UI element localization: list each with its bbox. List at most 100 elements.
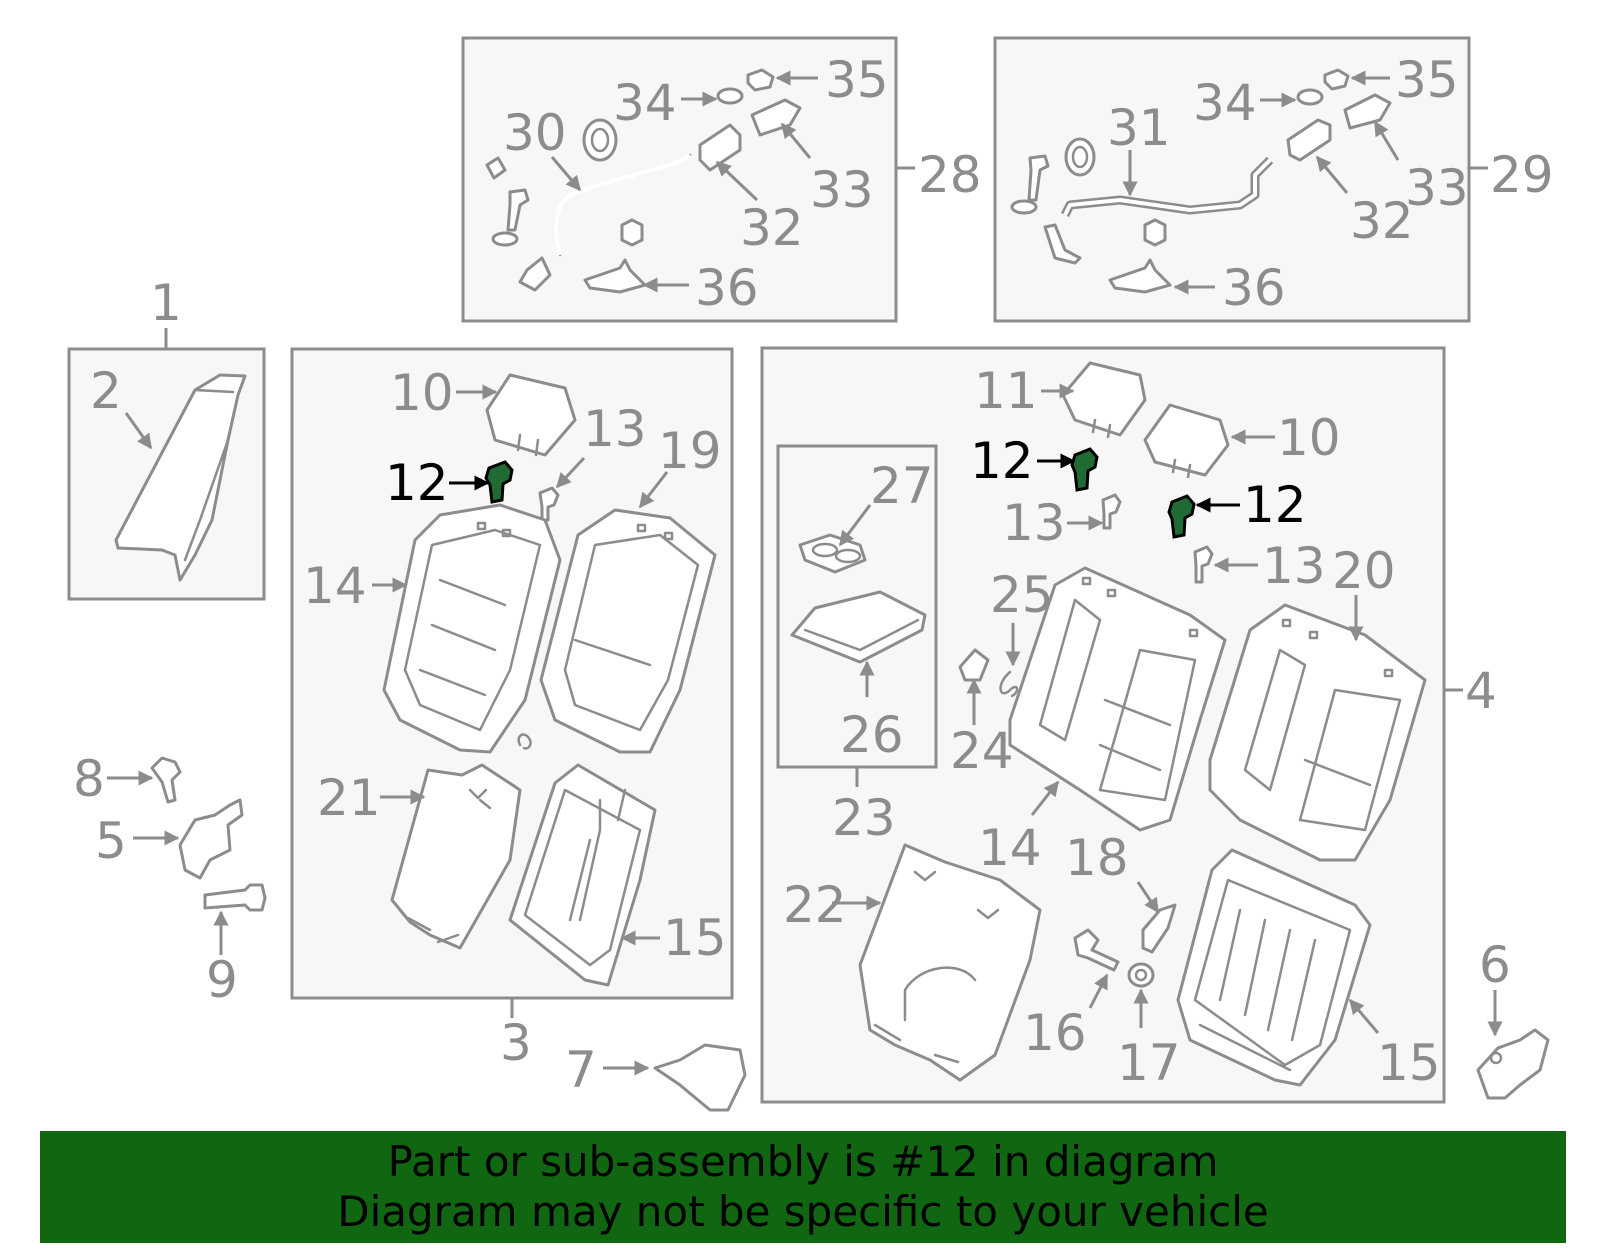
callout-22: 22 [783,876,847,934]
info-banner: Part or sub-assembly is #12 in diagram D… [40,1131,1566,1243]
banner-line-2: Diagram may not be specific to your vehi… [337,1187,1269,1236]
cap-35-a [746,68,775,92]
callout-9: 9 [206,951,238,1009]
callout-21: 21 [317,769,381,827]
bracket-6 [1476,1028,1550,1100]
callout-17: 17 [1117,1034,1181,1092]
callout-4: 4 [1465,662,1497,720]
side-bolster-part [114,373,247,582]
bracket-29-a [1043,223,1082,265]
bracket-28-a [518,256,552,292]
highlighted-clip-12-left [484,460,514,504]
release-cable-30 [554,153,692,257]
callout-13-right-b: 13 [1262,537,1326,595]
bracket-18 [1141,903,1177,954]
callout-31: 31 [1107,99,1171,157]
callout-27: 27 [870,457,934,515]
guide-13-right-b [1193,545,1214,584]
callout-36-right: 36 [1222,259,1286,317]
cap-34-a [716,87,744,105]
callout-28: 28 [918,146,982,204]
nut-29 [1143,218,1167,247]
callout-13-right-a: 13 [1002,494,1066,552]
callout-26: 26 [840,706,904,764]
callout-35-left: 35 [825,51,889,109]
clip-25 [999,670,1019,698]
callout-32-left: 32 [740,199,804,257]
nut-28 [620,218,644,247]
bolt-8 [150,756,182,804]
callout-23: 23 [832,789,896,847]
headrest-11 [1061,361,1147,437]
guide-13-right-a [1101,493,1122,530]
seatback-frame-15-left [508,763,657,987]
pad-21 [390,763,522,950]
seatback-cover-19 [539,508,717,754]
callout-15-right: 15 [1377,1034,1441,1092]
pin-28 [506,188,530,232]
callout-15-left: 15 [663,909,727,967]
bolt-16 [1073,928,1120,972]
callout-10-right: 10 [1277,409,1341,467]
clip-24 [958,648,990,682]
link-32-a [698,123,742,172]
callout-29: 29 [1490,146,1554,204]
callout-13-left: 13 [583,400,647,458]
callout-35-right: 35 [1395,51,1459,109]
grommet-ring-28 [582,118,618,162]
callout-14-right: 14 [978,819,1042,877]
seatback-cover-20 [1208,603,1427,862]
callout-8: 8 [73,750,105,808]
bracket-36-b [1108,258,1172,294]
clip-28-a [485,156,507,180]
callout-7: 7 [565,1041,597,1099]
callout-32-right: 32 [1350,192,1414,250]
callout-11: 11 [974,362,1038,420]
nut-17 [1127,962,1155,988]
callout-14-left: 14 [303,557,367,615]
callout-10-left: 10 [390,364,454,422]
release-cable-31 [1060,156,1274,218]
bracket-5 [178,798,244,880]
guide-13-left [538,486,560,522]
highlighted-clip-12-right-a [1070,447,1099,492]
callout-1: 1 [150,274,182,332]
banner-line-1: Part or sub-assembly is #12 in diagram [387,1137,1219,1186]
cap-34-b [1296,88,1324,106]
callout-30: 30 [503,104,567,162]
cap-35-b [1323,68,1350,91]
callout-19: 19 [658,422,722,480]
callout-12-right-b: 12 [1243,476,1307,534]
frame-group-29 [993,36,1471,323]
highlighted-clip-12-right-b [1167,494,1196,539]
seatback-cover-14-right [1008,566,1227,832]
callout-36-left: 36 [695,259,759,317]
callout-34-left: 34 [613,74,677,132]
callout-12-right-a: 12 [970,432,1034,490]
headrest-10-left [485,373,577,457]
seatback-frame-15-right [1176,848,1372,1087]
grommet-ring-29 [1064,137,1096,177]
link-32-b [1286,118,1332,162]
link-33-b [1343,93,1392,130]
bracket-36-a [583,258,647,294]
callout-5: 5 [95,812,127,870]
pad-22 [858,843,1042,1082]
seatback-cover-14-left [382,503,562,754]
pin-29 [1027,154,1050,202]
callout-6: 6 [1479,936,1511,994]
bracket-7 [653,1043,747,1112]
callout-2: 2 [90,362,122,420]
headrest-10-right [1143,403,1230,477]
callout-3: 3 [500,1014,532,1072]
clip-small-left [517,733,532,750]
callout-20: 20 [1332,542,1396,600]
callout-16: 16 [1023,1004,1087,1062]
callout-12-left: 12 [385,454,449,512]
callout-25: 25 [990,566,1054,624]
callout-33-right: 33 [1405,159,1469,217]
link-33-a [750,98,802,137]
callout-18: 18 [1065,829,1129,887]
bolt-9 [203,883,267,912]
